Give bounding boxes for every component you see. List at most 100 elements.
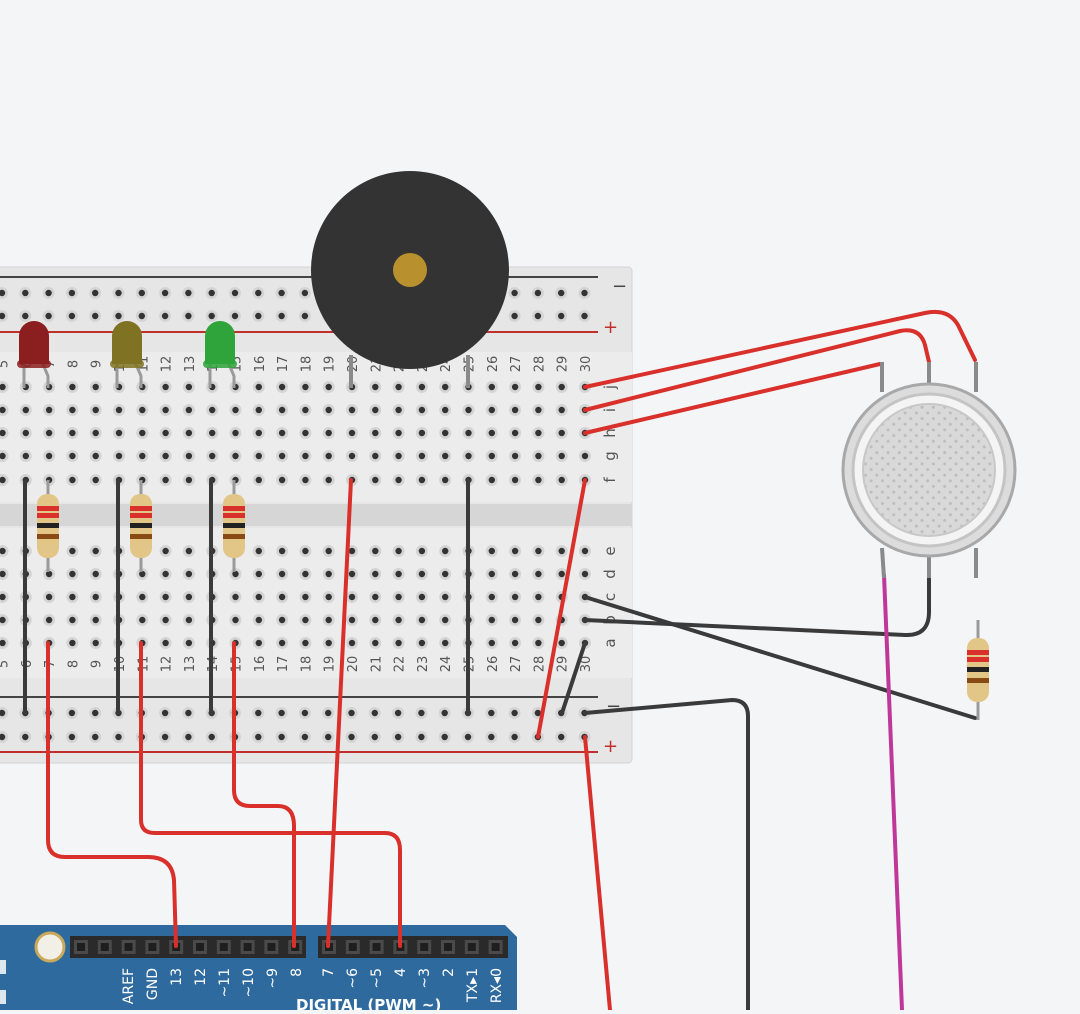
rail-hole-center	[301, 289, 309, 297]
breadboard-hole-center	[0, 593, 6, 601]
column-number: 7	[43, 660, 58, 668]
breadboard-hole-center	[69, 476, 76, 484]
breadboard-hole-center	[535, 593, 542, 601]
breadboard-hole-center	[92, 639, 99, 647]
breadboard-hole-center	[278, 593, 286, 601]
breadboard-hole-center	[255, 570, 262, 578]
column-number: 6	[20, 660, 35, 668]
breadboard-hole-center	[395, 452, 402, 460]
sensor-heater-wire[interactable]	[583, 309, 977, 389]
sensor-resistor-ground-wire[interactable]	[583, 595, 977, 720]
breadboard-hole-center	[418, 547, 426, 555]
breadboard-hole-center	[255, 383, 262, 391]
bottom-minus-label: −	[606, 696, 621, 717]
red-led-signal-wire[interactable]	[46, 641, 178, 948]
buzzer-signal-wire[interactable]	[326, 478, 353, 948]
resistor-sensor[interactable]	[967, 620, 989, 720]
red-led[interactable]	[17, 321, 51, 388]
rail-hole-center	[255, 312, 262, 320]
breadboard-hole-center	[511, 452, 519, 460]
breadboard-hole-center	[558, 547, 565, 555]
wires	[23, 309, 977, 1012]
resistor-green-led[interactable]	[223, 480, 245, 572]
power-rail-wire[interactable]	[583, 735, 612, 1012]
arduino-mount-hole	[34, 931, 66, 963]
breadboard-hole-center	[535, 639, 542, 647]
arduino-pin-label: ~5	[369, 968, 385, 989]
column-number: 19	[323, 356, 338, 373]
breadboard-hole-center	[372, 429, 379, 437]
column-number: 19	[323, 656, 338, 673]
header-pin-socket	[420, 943, 429, 951]
yellow-led[interactable]	[110, 321, 144, 388]
green-led-signal-wire[interactable]	[232, 641, 296, 948]
rail-hole-center	[348, 733, 355, 741]
breadboard[interactable]: − + − + 55667788991010111112121313141415…	[0, 266, 633, 764]
led-lens	[205, 321, 235, 364]
breadboard-hole-center	[395, 476, 402, 484]
breadboard-hole-center	[278, 429, 286, 437]
breadboard-hole-center	[255, 452, 262, 460]
rail-hole-center	[255, 709, 262, 717]
resistor-red-led[interactable]	[37, 480, 59, 572]
breadboard-hole-center	[535, 570, 542, 578]
resistor-band	[223, 506, 245, 511]
breadboard-hole-center	[22, 429, 29, 437]
rail-hole-center	[138, 312, 145, 320]
gas-sensor[interactable]	[841, 362, 1017, 579]
breadboard-hole-center	[302, 406, 309, 414]
breadboard-hole-center	[45, 452, 53, 460]
resistor-yellow-led[interactable]	[130, 480, 152, 572]
rail-hole-center	[92, 289, 99, 297]
bottom-plus-label: +	[603, 736, 618, 757]
breadboard-hole-center	[0, 547, 6, 555]
breadboard-hole-center	[488, 547, 495, 555]
breadboard-hole-center	[442, 639, 449, 647]
breadboard-hole-center	[69, 452, 76, 460]
breadboard-hole-center	[488, 593, 495, 601]
arduino-pin-label: 2	[441, 968, 457, 977]
breadboard-hole-center	[395, 616, 402, 624]
rail-hole-center	[255, 733, 262, 741]
breadboard-hole-center	[395, 429, 402, 437]
ground-jumper-wire[interactable]	[560, 641, 587, 715]
sensor-vcc-wire[interactable]	[583, 328, 931, 412]
rail-hole-center	[278, 733, 285, 741]
breadboard-hole-center	[558, 429, 565, 437]
breadboard-hole-center	[418, 429, 426, 437]
sensor-analog-wire[interactable]	[882, 573, 904, 1012]
rail-hole-center	[115, 733, 122, 741]
breadboard-hole-center	[558, 570, 565, 578]
green-led[interactable]	[203, 321, 237, 388]
breadboard-hole-center	[535, 383, 542, 391]
piezo-buzzer[interactable]	[311, 171, 509, 388]
row-letter: g	[601, 451, 619, 461]
breadboard-hole-center	[69, 383, 76, 391]
rail-hole-center	[231, 289, 239, 297]
breadboard-hole-center	[0, 476, 6, 484]
rail-hole-center	[511, 709, 518, 717]
arduino-pin-label: ~9	[265, 968, 281, 989]
arduino-pin-label: 12	[193, 968, 209, 986]
power-jumper-wire[interactable]	[536, 478, 587, 739]
breadboard-hole-center	[302, 616, 309, 624]
breadboard-hole-center	[488, 383, 495, 391]
rail-hole-center	[534, 312, 542, 320]
breadboard-hole-center	[511, 383, 519, 391]
rail-hole-center	[418, 733, 425, 741]
yellow-led-signal-wire[interactable]	[139, 641, 402, 948]
row-letter: f	[601, 477, 619, 483]
breadboard-hole-center	[0, 639, 6, 647]
breadboard-hole-center	[115, 452, 123, 460]
sensor-vcc-wire-2[interactable]	[583, 362, 882, 435]
breadboard-hole-center	[372, 593, 379, 601]
row-letter: d	[601, 569, 619, 579]
breadboard-hole-center	[511, 639, 519, 647]
breadboard-hole-center	[185, 570, 193, 578]
sensor-ground-wire[interactable]	[583, 558, 931, 638]
column-number: 20	[346, 656, 361, 673]
resistor-band	[37, 523, 59, 528]
ground-rail-wire[interactable]	[583, 698, 750, 1012]
